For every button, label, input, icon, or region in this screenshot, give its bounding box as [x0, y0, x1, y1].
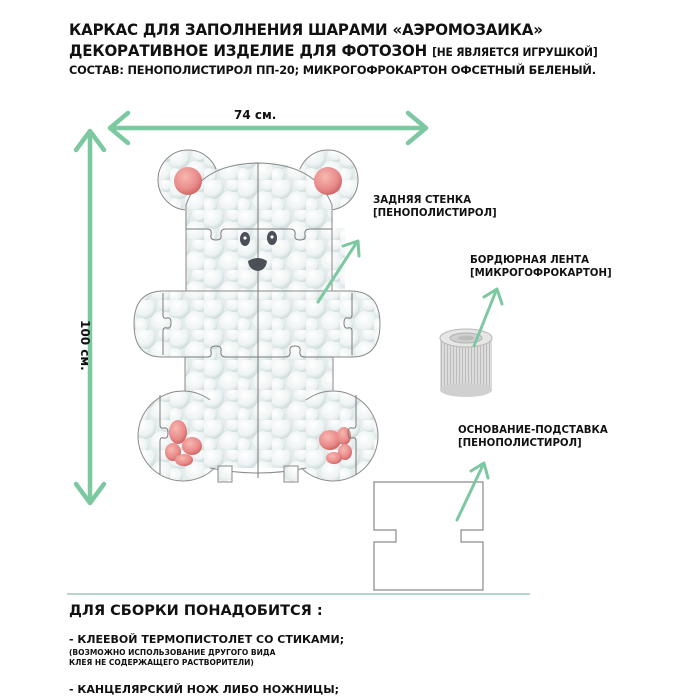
- height-label: 100 см.: [78, 320, 92, 371]
- part-title: Задняя стенка: [373, 195, 472, 206]
- width-label: 74 см.: [234, 108, 277, 122]
- tool-note-line-2: клея не содержащего растворители): [69, 658, 254, 667]
- height-arrow: [73, 128, 107, 506]
- part-label-base-stand: Основание-подставка [пенополистирол]: [458, 424, 608, 450]
- base-stand-outline: [373, 481, 484, 591]
- border-tape-roll: [439, 328, 493, 397]
- section-divider: [67, 593, 530, 595]
- title-line-2-main: Декоративное изделие для фотозон: [69, 41, 433, 60]
- part-material: [пенополистирол]: [458, 438, 582, 449]
- pointer-arrow-back-wall: [316, 239, 361, 304]
- assembly-title: Для сборки понадобится :: [69, 603, 323, 619]
- width-arrow: [107, 110, 429, 146]
- part-title: Бордюрная лента: [470, 255, 589, 266]
- part-label-border-tape: Бордюрная лента [микрогофрокартон]: [470, 254, 612, 280]
- pointer-arrow-tape: [472, 287, 504, 348]
- title-line-1: Каркас для заполнения шарами «Аэромозаик…: [69, 20, 543, 39]
- pointer-arrow-base: [455, 461, 490, 522]
- part-title: Основание-подставка: [458, 425, 608, 436]
- not-a-toy-note: [не является игрушкой]: [432, 45, 598, 59]
- part-label-back-wall: Задняя стенка [пенополистирол]: [373, 194, 497, 220]
- part-material: [пенополистирол]: [373, 208, 497, 219]
- part-material: [микрогофрокартон]: [470, 268, 612, 279]
- tool-note-line-1: (возможно использование другого вида: [69, 648, 276, 657]
- tool-item-knife: - канцелярский нож либо ножницы;: [69, 683, 339, 696]
- left-paw-pink: [165, 420, 202, 466]
- right-paw-pink: [319, 427, 352, 464]
- tool-item-glue-gun: - клеевой термопистолет со стиками;: [69, 633, 345, 646]
- bear-back-wall: [133, 149, 381, 483]
- title-line-2: Декоративное изделие для фотозон [не явл…: [69, 41, 598, 60]
- composition-line: Состав: пенополистирол ПП-20; микрогофро…: [69, 63, 596, 77]
- bear-face: [240, 231, 277, 271]
